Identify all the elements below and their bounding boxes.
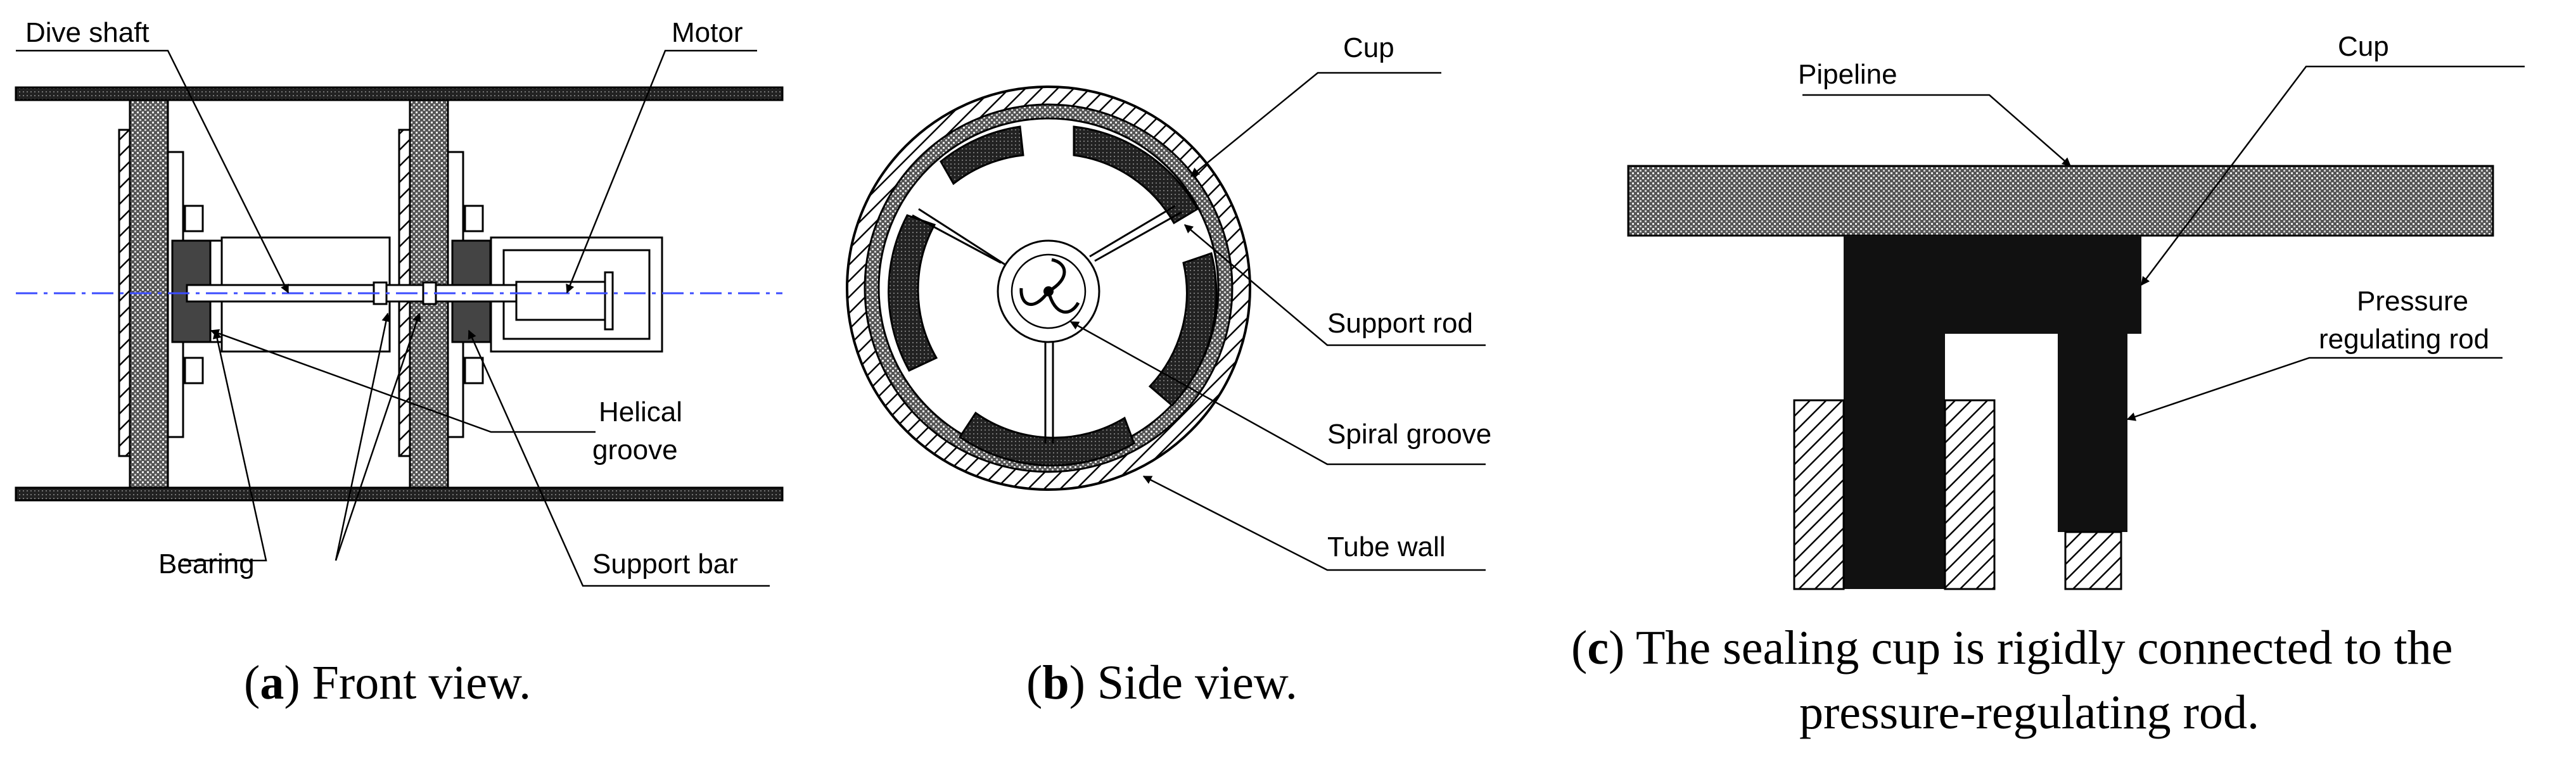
pressure-rod-label-line2: regulating rod [2319, 324, 2489, 355]
pipeline-label: Pipeline [1798, 59, 1897, 90]
rod-base [2064, 531, 2122, 590]
support-block-left [1793, 399, 1845, 590]
panel-a-front-view: Dive shaft Motor Helical groove Bearing … [15, 17, 784, 709]
pipeline-wall [1627, 165, 2494, 237]
support-rods [912, 205, 1182, 443]
panel-a-leaders [16, 49, 770, 587]
caption-b-letter: b [1042, 656, 1069, 709]
caption-a-letter: a [260, 656, 284, 709]
caption-c-line2: pressure-regulating rod. [1799, 686, 2259, 739]
cup-label: Cup [1343, 32, 1394, 63]
spiral-groove-icon [1019, 258, 1080, 314]
helical-groove-label-line2: groove [592, 434, 678, 466]
pipe-wall-top [15, 86, 784, 101]
drive-shaft-label: Dive shaft [25, 17, 150, 48]
left-cup-assembly [118, 99, 224, 489]
sealing-cup-top [1844, 236, 2141, 334]
spiral-groove-label: Spiral groove [1327, 419, 1491, 450]
caption-a: (a) Front view. [244, 656, 531, 709]
pressure-rod-label-line1: Pressure [2357, 286, 2468, 317]
motor-body [515, 281, 606, 321]
cup-segments [888, 125, 1218, 467]
pressure-regulating-rod [2058, 334, 2127, 532]
motor-label: Motor [672, 17, 743, 48]
support-block-right [1944, 399, 1996, 590]
panel-c-rigid-connection: Pipeline Cup Pressure regulating rod (c)… [1571, 31, 2525, 739]
caption-b: (b) Side view. [1026, 656, 1298, 709]
panel-c-leaders [1802, 65, 2525, 421]
tube-wall-label: Tube wall [1327, 531, 1446, 562]
cup-label-c: Cup [2338, 31, 2389, 62]
panel-b-side-view: Cup Support rod Spiral groove Tube wall … [846, 32, 1491, 709]
sealing-cup-leg [1844, 334, 1945, 589]
bearing-label: Bearing [158, 548, 255, 580]
caption-c-letter: c [1587, 621, 1609, 675]
panel-b-leaders [1069, 72, 1486, 571]
helical-groove-label-line1: Helical [599, 396, 682, 428]
caption-b-text: Side view. [1085, 656, 1298, 709]
caption-c-text-line1: The sealing cup is rigidly connected to … [1624, 621, 2452, 675]
support-bar-label: Support bar [592, 548, 738, 580]
pipe-wall-bottom [15, 486, 784, 502]
support-rod-label: Support rod [1327, 308, 1473, 339]
caption-c-line1: (c) The sealing cup is rigidly connected… [1571, 621, 2453, 675]
caption-a-text: Front view. [300, 656, 532, 709]
